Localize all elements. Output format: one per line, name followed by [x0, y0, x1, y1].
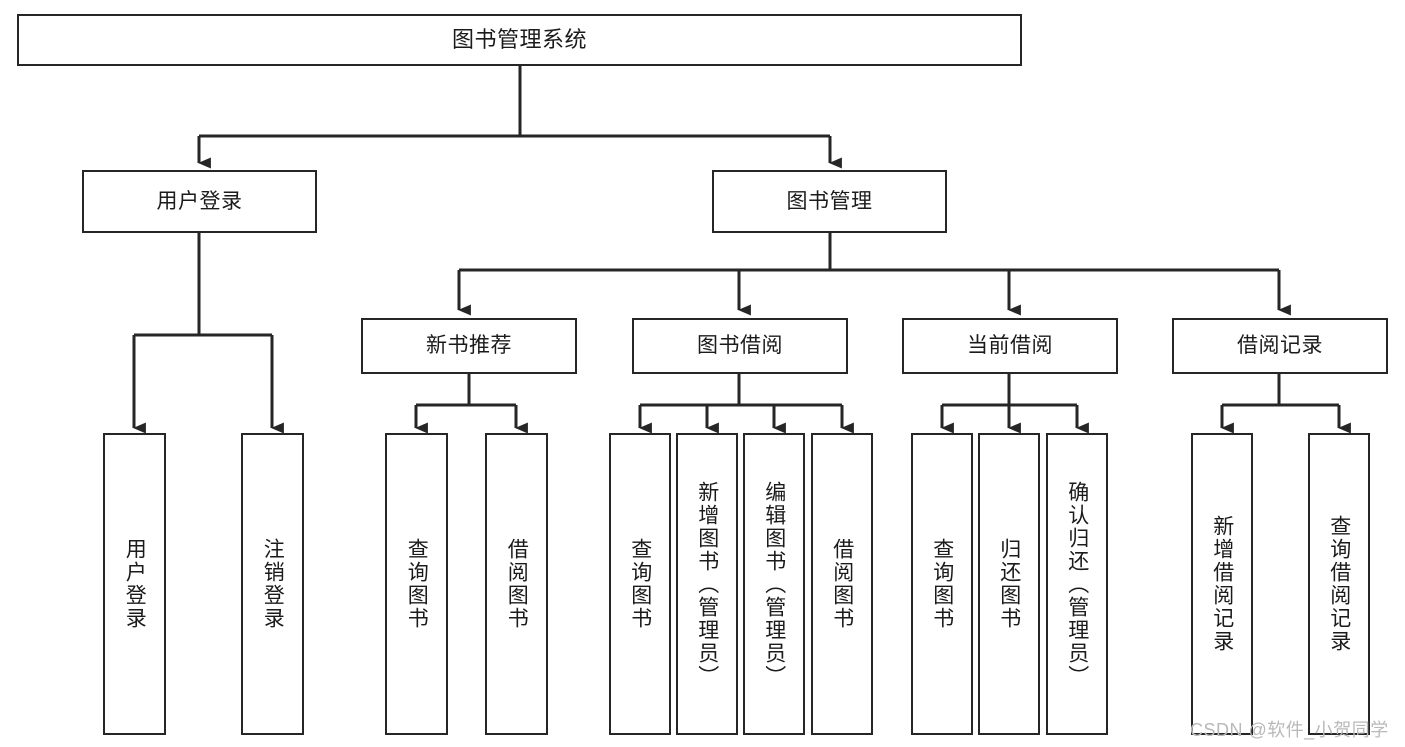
node-label: 查询图书 [628, 538, 652, 630]
node-label: 编辑图书（管理员） [762, 480, 786, 688]
node-label: 新增图书（管理员） [695, 480, 719, 688]
leaf-user-login[interactable]: 用户登录 [103, 433, 166, 735]
node-label: 注销登录 [261, 538, 285, 630]
leaf-confirm-return-admin[interactable]: 确认归还（管理员） [1046, 433, 1108, 735]
node-label: 查询借阅记录 [1327, 515, 1351, 653]
node-label: 确认归还（管理员） [1065, 480, 1089, 688]
node-label: 借阅图书 [505, 538, 529, 630]
leaf-edit-book-admin[interactable]: 编辑图书（管理员） [743, 433, 805, 735]
watermark-text: CSDN @软件_小贺同学 [1190, 720, 1389, 740]
csdn-watermark: CSDN @软件_小贺同学 [1190, 716, 1389, 742]
node-label: 归还图书 [997, 538, 1021, 630]
node-label: 图书借阅 [697, 334, 783, 358]
node-label: 新书推荐 [426, 334, 512, 358]
leaf-add-borrow-record[interactable]: 新增借阅记录 [1191, 433, 1253, 735]
leaf-add-book-admin[interactable]: 新增图书（管理员） [676, 433, 738, 735]
node-label: 图书管理系统 [451, 26, 587, 52]
node-book-management[interactable]: 图书管理 [712, 170, 947, 233]
node-user-login[interactable]: 用户登录 [82, 170, 317, 233]
leaf-query-book-borrow[interactable]: 查询图书 [609, 433, 671, 735]
node-label: 图书管理 [786, 189, 873, 213]
node-new-book-recommend[interactable]: 新书推荐 [361, 318, 577, 374]
node-label: 查询图书 [405, 538, 429, 630]
node-label: 借阅图书 [830, 538, 854, 630]
leaf-return-book[interactable]: 归还图书 [978, 433, 1040, 735]
node-label: 用户登录 [123, 538, 147, 630]
leaf-query-book-current[interactable]: 查询图书 [911, 433, 973, 735]
node-current-borrow[interactable]: 当前借阅 [902, 318, 1118, 374]
node-book-borrow[interactable]: 图书借阅 [632, 318, 848, 374]
leaf-query-borrow-record[interactable]: 查询借阅记录 [1308, 433, 1370, 735]
node-root-system[interactable]: 图书管理系统 [17, 14, 1022, 66]
node-label: 当前借阅 [967, 334, 1053, 358]
leaf-query-book-recommend[interactable]: 查询图书 [385, 433, 448, 735]
node-label: 用户登录 [156, 189, 243, 213]
node-label: 查询图书 [930, 538, 954, 630]
node-label: 借阅记录 [1237, 334, 1323, 358]
node-borrow-record[interactable]: 借阅记录 [1172, 318, 1388, 374]
leaf-borrow-book-recommend[interactable]: 借阅图书 [485, 433, 548, 735]
node-label: 新增借阅记录 [1210, 515, 1234, 653]
leaf-borrow-book[interactable]: 借阅图书 [811, 433, 873, 735]
leaf-logout-login[interactable]: 注销登录 [241, 433, 304, 735]
